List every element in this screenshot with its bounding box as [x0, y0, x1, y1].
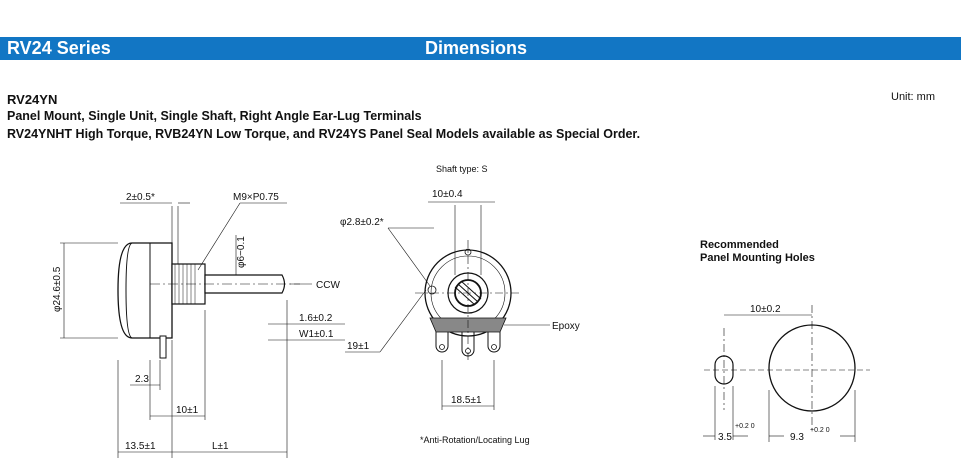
dim-small-hole: 3.5: [718, 432, 732, 443]
dim-shaft-diameter: φ6−0.1: [236, 236, 247, 268]
dim-thread: M9×P0.75: [233, 192, 279, 203]
unit-label: Unit: mm: [891, 91, 935, 103]
dim-large-hole-tolerance: +0.2 0: [810, 427, 830, 434]
dim-width: W1±0.1: [299, 329, 334, 340]
dim-body-length: 13.5±1: [125, 441, 156, 452]
description-line-2: RV24YNHT High Torque, RVB24YN Low Torque…: [7, 127, 641, 141]
dim-bushing: 10±1: [176, 405, 199, 416]
series-title: RV24 Series: [7, 38, 111, 58]
anti-rotation-note: *Anti-Rotation/Locating Lug: [420, 435, 530, 445]
section-title: Dimensions: [425, 38, 528, 58]
dim-top-width: 10±0.4: [432, 189, 463, 200]
dim-flat: 1.6±0.2: [299, 313, 333, 324]
dim-body-diameter: φ24.6±0.5: [52, 266, 63, 312]
dim-lug: 19±1: [347, 341, 370, 352]
dim-hole-spacing: 10±0.2: [750, 304, 781, 315]
dim-terminal: 2.3: [135, 374, 149, 385]
panel-holes-title-2: Panel Mounting Holes: [700, 252, 815, 264]
dim-shaft-length: L±1: [212, 441, 229, 452]
section-header-bar: RV24 Series Dimensions: [0, 37, 961, 60]
dim-large-hole: 9.3: [790, 432, 804, 443]
side-view-drawing: [60, 202, 345, 458]
dim-pin-diameter: φ2.8±0.2*: [340, 217, 384, 228]
model-number: RV24YN: [7, 92, 58, 107]
panel-holes-drawing: [703, 305, 870, 442]
description-line-1: Panel Mount, Single Unit, Single Shaft, …: [7, 109, 422, 123]
label-ccw: CCW: [316, 280, 340, 291]
panel-holes-title-1: Recommended: [700, 239, 779, 251]
front-view-drawing: [345, 201, 550, 410]
shaft-type-label: Shaft type: S: [436, 164, 488, 174]
label-epoxy: Epoxy: [552, 321, 580, 332]
dim-terminal-spacing: 18.5±1: [451, 395, 482, 406]
dim-thread-offset: 2±0.5*: [126, 192, 155, 203]
dim-small-hole-tolerance: +0.2 0: [735, 423, 755, 430]
